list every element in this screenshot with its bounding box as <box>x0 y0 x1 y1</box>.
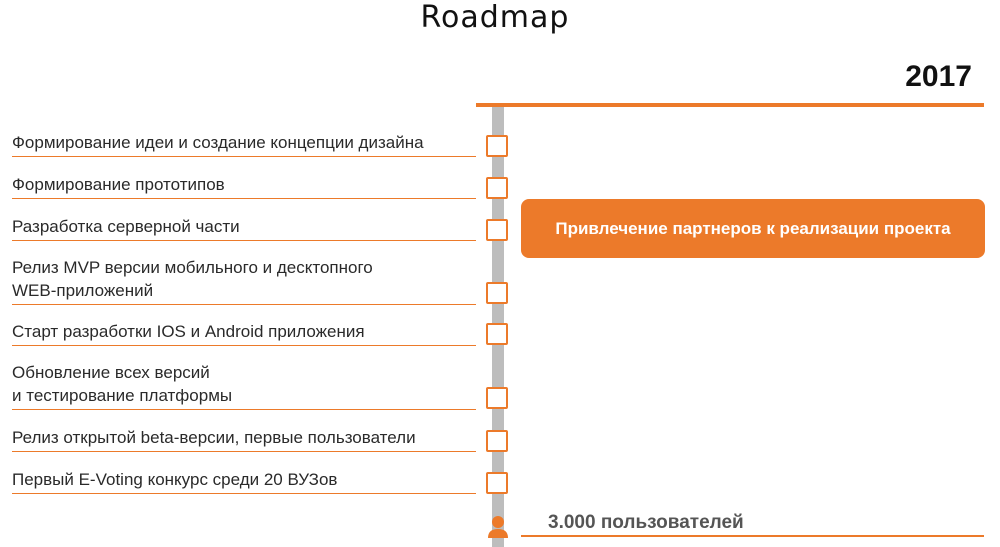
step-label: Релиз открытой beta-версии, первые польз… <box>12 428 416 447</box>
step-checkbox[interactable] <box>486 387 508 409</box>
year-divider <box>476 103 984 107</box>
step-label: Формирование прототипов <box>12 175 225 194</box>
year-label: 2017 <box>905 60 972 93</box>
step-checkbox[interactable] <box>486 430 508 452</box>
step-checkbox[interactable] <box>486 323 508 345</box>
step-item: Формирование прототипов <box>12 173 476 199</box>
step-label: Разработка серверной части <box>12 217 240 236</box>
step-checkbox[interactable] <box>486 177 508 199</box>
step-label: Обновление всех версий и тестирование пл… <box>12 363 233 405</box>
users-divider <box>521 535 984 537</box>
step-item: Релиз открытой beta-версии, первые польз… <box>12 426 476 452</box>
step-checkbox[interactable] <box>486 472 508 494</box>
step-item: Старт разработки IOS и Android приложени… <box>12 320 476 346</box>
step-label: Релиз MVP версии мобильного и десктопног… <box>12 258 373 300</box>
step-item: Формирование идеи и создание концепции д… <box>12 131 476 157</box>
step-checkbox[interactable] <box>486 135 508 157</box>
user-icon <box>488 516 508 538</box>
step-label: Формирование идеи и создание концепции д… <box>12 133 424 152</box>
partners-label: Привлечение партнеров к реализации проек… <box>555 218 951 238</box>
step-checkbox[interactable] <box>486 219 508 241</box>
step-item: Первый E-Voting конкурс среди 20 ВУЗов <box>12 468 476 494</box>
step-item: Обновление всех версий и тестирование пл… <box>12 361 476 410</box>
step-item: Релиз MVP версии мобильного и десктопног… <box>12 256 476 305</box>
step-label: Первый E-Voting конкурс среди 20 ВУЗов <box>12 470 338 489</box>
users-count: 3.000 пользователей <box>548 512 744 533</box>
partners-highlight: Привлечение партнеров к реализации проек… <box>521 199 985 258</box>
step-checkbox[interactable] <box>486 282 508 304</box>
roadmap-title: Roadmap <box>420 0 570 35</box>
step-item: Разработка серверной части <box>12 215 476 241</box>
step-label: Старт разработки IOS и Android приложени… <box>12 322 365 341</box>
